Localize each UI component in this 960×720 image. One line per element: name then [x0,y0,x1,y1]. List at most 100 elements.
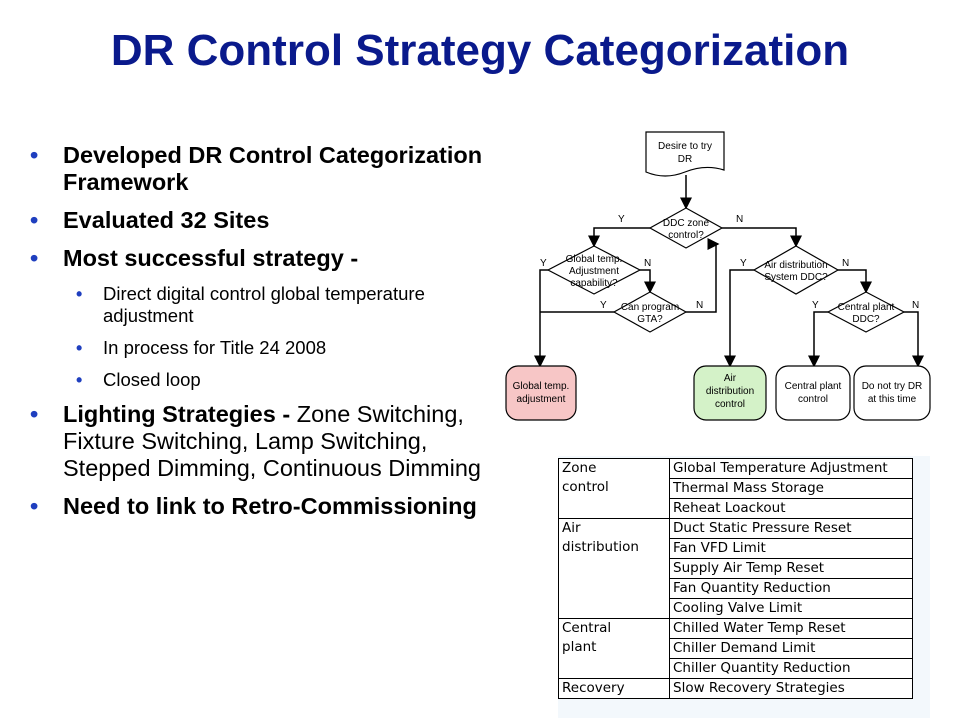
flow-decision-program-gta: Can program GTA? [612,291,688,333]
strategy-cell: Thermal Mass Storage [669,478,913,499]
flow-t1-line2: adjustment [517,394,566,405]
bullet-bold-text: Developed DR Control Categorization Fram… [63,142,483,195]
bullet-dot: • [30,207,39,233]
flow-d2-yes-label: Y [540,258,547,269]
bullet-dot: • [76,338,83,358]
bullet-sites: • Evaluated 32 Sites [30,207,510,234]
sub-bullet-text: In process for Title 24 2008 [103,337,327,358]
bullet-bold-text: Most successful strategy - [63,245,359,271]
bullet-dot: • [30,401,39,427]
bullet-lighting: • Lighting Strategies - Zone Switching, F… [30,401,510,482]
flow-d1-yes-label: Y [618,214,625,225]
flow-d4-yes-label: Y [740,258,747,269]
flow-decision-air-distribution: Air distribution System DDC? [752,245,840,295]
flow-terminal-central-plant: Central plant control [775,365,851,421]
strategy-cell: Chilled Water Temp Reset [669,618,913,639]
flow-start-line2: DR [678,154,692,165]
category-label: Recovery [562,680,625,696]
flow-d1-line1: DDC zone [663,218,710,229]
category-cell: Zone control [558,458,670,519]
sub-bullet-text: Closed loop [103,369,201,390]
strategy-cell: Fan Quantity Reduction [669,578,913,599]
flow-d2-line3: capability? [570,278,618,289]
bullet-dot: • [30,245,39,271]
flow-d1-line2: control? [668,230,704,241]
sub-bullet: • Direct digital control global temperatu… [76,283,510,327]
flow-d4-line1: Air distribution [764,260,827,271]
flow-decision-central-plant: Central plant DDC? [826,291,906,333]
table-row: Air distribution Duct Static Pressure Res… [558,518,913,619]
table-row: Reheat Loackout [559,498,913,519]
flow-t4-line1: Do not try DR [862,381,923,392]
flow-d3-line1: Can program [621,302,679,313]
bullet-bold-text: Evaluated 32 Sites [63,207,270,233]
flow-d1-no-label: N [736,214,743,225]
flow-d5-line1: Central plant [838,302,895,313]
category-label: Central plant [562,620,612,655]
flow-d4-no-label: N [842,258,849,269]
flow-terminal-air-distribution: Air distribution control [693,365,767,421]
sub-bullet: • In process for Title 24 2008 [76,337,510,359]
flow-d5-line2: DDC? [852,314,880,325]
bullet-framework: • Developed DR Control Categorization Fra… [30,142,510,196]
category-label: Air distribution [562,520,639,555]
category-cell: Air distribution [558,518,670,619]
bullet-bold-text: Need to link to Retro-Commissioning [63,493,477,519]
strategy-cell: Cooling Valve Limit [669,598,913,619]
category-cell: Central plant [558,618,670,679]
bullet-retro: •Need to link to Retro-Commissioning [30,493,510,520]
table-row: Fan VFD Limit [559,538,913,559]
strategy-cell: Global Temperature Adjustment [669,458,913,479]
bullet-dot: • [30,142,39,168]
flow-d4-line2: System DDC? [764,272,828,283]
flow-start-line1: Desire to try [658,141,712,152]
flow-t2-line1: Air [724,373,737,384]
flow-t2-line3: control [715,399,745,410]
strategy-table-panel: Zone control Global Temperature Adjustmen… [558,456,930,718]
flow-d2-no-label: N [644,258,651,269]
table-row: Chiller Quantity Reduction [559,658,913,679]
bullet-list: • Developed DR Control Categorization Fra… [30,142,510,531]
flow-d3-no-label: N [696,300,703,311]
strategy-cell: Chiller Demand Limit [669,638,913,659]
flow-d2-line2: Adjustment [569,266,619,277]
flow-t2-line2: distribution [706,386,754,397]
bullet-strategy: • Most successful strategy - [30,245,510,272]
table-row: Central plant Chilled Water Temp Reset [558,618,913,679]
flow-decision-ddc-zone: DDC zone control? [648,207,724,249]
strategy-cell: Chiller Quantity Reduction [669,658,913,679]
bullet-dot: • [76,284,83,304]
strategy-cell: Reheat Loackout [669,498,913,519]
flow-decision-global-temp: Global temp. Adjustment capability? [546,245,642,295]
table-row: Recovery Slow Recovery Strategies [558,678,913,699]
flow-start-node: Desire to try DR [645,131,725,177]
strategy-cell: Slow Recovery Strategies [669,678,913,699]
flow-d3-yes-label: Y [600,300,607,311]
slide-title: DR Control Strategy Categorization [110,26,850,75]
table-row: Supply Air Temp Reset [559,558,913,579]
bullet-normal-text: Zone Switching, Fixture Switching, Lamp … [63,401,481,481]
sub-bullet-text: Direct digital control global temperatur… [103,283,425,326]
flow-d5-yes-label: Y [812,300,819,311]
table-row: Chiller Demand Limit [559,638,913,659]
strategy-cell: Fan VFD Limit [669,538,913,559]
bullet-bold-text: Lighting Strategies - [63,401,297,427]
flow-terminal-do-not-try: Do not try DR at this time [853,365,931,421]
table-row: Zone control Global Temperature Adjustmen… [558,458,913,519]
flow-terminal-global-temp: Global temp. adjustment [505,365,577,421]
table-row: Fan Quantity Reduction [559,578,913,599]
decision-flowchart: Desire to try DR DDC zone control? Y N G… [505,131,931,421]
flow-d2-line1: Global temp. [566,254,623,265]
bullet-dot: • [76,370,83,390]
sub-bullet: • Closed loop [76,369,510,391]
flow-t4-line2: at this time [868,394,917,405]
category-label: Zone control [562,460,609,495]
flow-t3-line1: Central plant [785,381,842,392]
strategy-table: Zone control Global Temperature Adjustmen… [558,458,913,699]
flow-t1-line1: Global temp. [513,381,570,392]
flow-t3-line2: control [798,394,828,405]
strategy-cell: Duct Static Pressure Reset [669,518,913,539]
flow-d3-line2: GTA? [637,314,663,325]
flow-d5-no-label: N [912,300,919,311]
category-cell: Recovery [558,678,670,699]
